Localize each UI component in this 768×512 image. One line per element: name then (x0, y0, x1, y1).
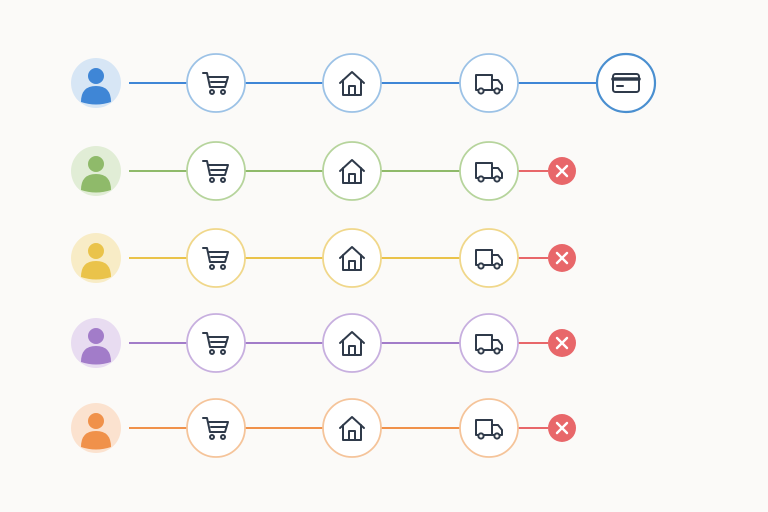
cart-icon (202, 72, 229, 95)
step-ring (595, 52, 657, 114)
step-ring (322, 313, 382, 373)
user-avatar-icon (71, 233, 121, 283)
cart-icon (202, 160, 229, 183)
step-node (186, 228, 246, 288)
home-icon (339, 331, 365, 356)
user-avatar-icon (71, 318, 121, 368)
step-node (186, 313, 246, 373)
step-ring (459, 398, 519, 458)
close-icon (548, 244, 576, 272)
user-avatar-icon (71, 58, 121, 108)
home-icon (339, 246, 365, 271)
close-icon (548, 329, 576, 357)
step-ring (459, 53, 519, 113)
user-avatar-icon (71, 146, 121, 196)
cart-icon (202, 417, 229, 440)
truck-icon (475, 162, 503, 183)
step-ring (322, 141, 382, 201)
step-node (322, 313, 382, 373)
step-ring (322, 53, 382, 113)
step-ring (322, 228, 382, 288)
step-node (595, 52, 657, 114)
truck-icon (475, 334, 503, 355)
step-node (459, 313, 519, 373)
home-icon (339, 71, 365, 96)
cart-icon (202, 332, 229, 355)
step-node (322, 53, 382, 113)
truck-icon (475, 74, 503, 95)
journey-row (71, 228, 576, 288)
close-icon (548, 157, 576, 185)
step-node (459, 398, 519, 458)
journey-row (71, 52, 657, 114)
step-ring (459, 228, 519, 288)
journey-row (71, 313, 576, 373)
step-node (322, 228, 382, 288)
step-node (322, 398, 382, 458)
step-node (186, 398, 246, 458)
step-node (322, 141, 382, 201)
home-icon (339, 159, 365, 184)
step-node (186, 53, 246, 113)
user-avatar-icon (71, 403, 121, 453)
step-node (186, 141, 246, 201)
step-ring (459, 141, 519, 201)
journey-row (71, 398, 576, 458)
step-ring (322, 398, 382, 458)
truck-icon (475, 419, 503, 440)
home-icon (339, 416, 365, 441)
step-node (459, 141, 519, 201)
close-icon (548, 414, 576, 442)
journey-row (71, 141, 576, 201)
cart-icon (202, 247, 229, 270)
truck-icon (475, 249, 503, 270)
step-node (459, 53, 519, 113)
step-node (459, 228, 519, 288)
step-ring (459, 313, 519, 373)
credit-card-icon (611, 73, 641, 93)
